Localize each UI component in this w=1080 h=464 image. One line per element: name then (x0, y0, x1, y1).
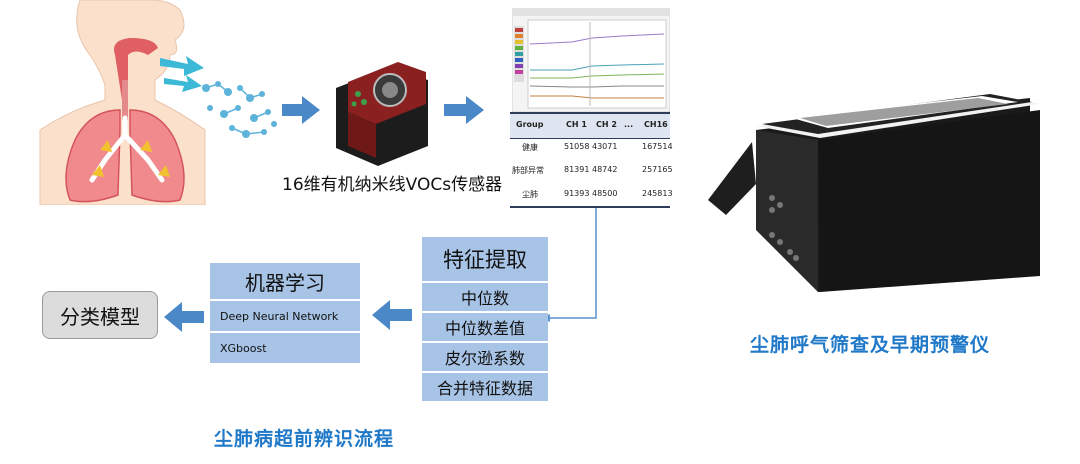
table-cell: 51058 (564, 142, 590, 151)
feature-item: 合并特征数据 (422, 373, 548, 401)
classifier-model-box: 分类模型 (42, 291, 158, 339)
data-table: Group CH 1 CH 2 ... CH16 健康 51058 43071 … (510, 112, 673, 208)
ml-item: XGboost (210, 333, 360, 363)
table-header: CH 1 (566, 120, 587, 129)
table-header: CH 2 (596, 120, 617, 129)
flow-arrow-1-icon (282, 96, 320, 124)
sensor-signal-chart-thumbnail (512, 8, 670, 112)
table-cell: 167514 (642, 142, 673, 151)
sensor-label: 16维有机纳米线VOCs传感器 (282, 175, 503, 195)
exhale-arrows-icon (160, 56, 204, 92)
table-cell: 257165 (642, 165, 673, 174)
flow-arrow-2-icon (444, 96, 484, 124)
table-cell: 91393 (564, 189, 590, 198)
feature-item: 皮尔逊系数 (422, 343, 548, 371)
screening-device-image (708, 94, 1040, 292)
flow-arrow-4-icon (164, 302, 204, 332)
table-cell: 81391 (564, 165, 590, 174)
ml-item: Deep Neural Network (210, 301, 360, 331)
voc-sensor-image (336, 62, 428, 166)
table-header: CH16 (644, 120, 668, 129)
table-header: ... (624, 120, 634, 129)
respiratory-illustration (39, 0, 206, 205)
table-cell: 245813 (642, 189, 673, 198)
table-cell: 尘肺 (522, 190, 538, 199)
machine-learning-title: 机器学习 (210, 263, 360, 299)
feature-item: 中位数 (422, 283, 548, 311)
feature-extraction-title: 特征提取 (422, 237, 548, 281)
connector-line (542, 208, 597, 322)
device-caption: 尘肺呼气筛查及早期预警仪 (750, 334, 991, 356)
table-cell: 肺部异常 (512, 166, 544, 175)
feature-item: 中位数差值 (422, 313, 548, 341)
table-cell: 48500 (592, 189, 618, 198)
process-caption: 尘肺病超前辨识流程 (214, 428, 395, 450)
table-header: Group (516, 120, 544, 129)
flow-arrow-3-icon (372, 300, 412, 330)
table-cell: 健康 (522, 143, 538, 152)
table-cell: 43071 (592, 142, 618, 151)
table-cell: 48742 (592, 165, 618, 174)
voc-molecules-icon (202, 81, 277, 138)
